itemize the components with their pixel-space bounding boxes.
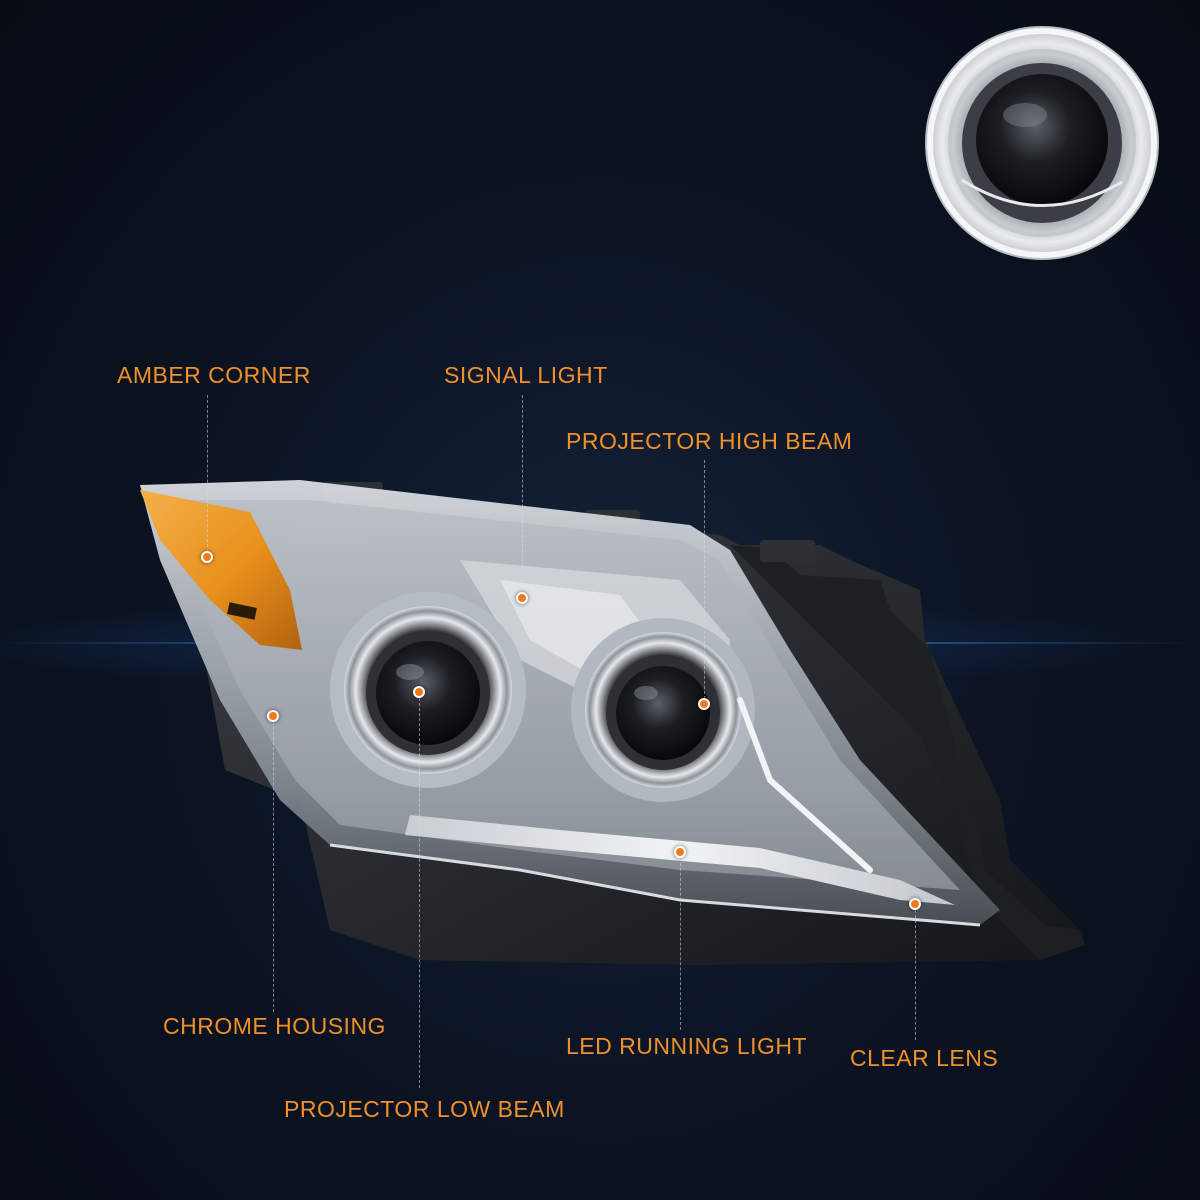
label-led-running-light: LED RUNNING LIGHT: [566, 1033, 808, 1059]
callout-dot-projector-high-beam: [698, 698, 710, 710]
high-beam-projector: [571, 618, 755, 802]
callout-dot-chrome-housing: [267, 710, 279, 722]
label-amber-corner: AMBER CORNER: [117, 362, 311, 388]
low-beam-projector: [330, 592, 526, 788]
leader-clear-lens: [915, 910, 916, 1040]
leader-amber-corner: [207, 395, 208, 557]
label-signal-light: SIGNAL LIGHT: [444, 362, 608, 388]
leader-chrome-housing: [273, 722, 274, 1012]
callout-dot-signal-light: [516, 592, 528, 604]
leader-led-running-light: [680, 858, 681, 1030]
label-chrome-housing: CHROME HOUSING: [163, 1013, 386, 1039]
leader-projector-low-beam: [419, 698, 420, 1088]
callout-dot-amber-corner: [201, 551, 213, 563]
leader-signal-light: [522, 395, 523, 597]
label-clear-lens: CLEAR LENS: [850, 1045, 999, 1071]
projector-lens-closeup-inset: [925, 26, 1159, 260]
callout-dot-clear-lens: [909, 898, 921, 910]
callout-dot-projector-low-beam: [413, 686, 425, 698]
headlight-assembly: [140, 480, 1085, 965]
callout-dot-led-running-light: [674, 846, 686, 858]
label-projector-high-beam: PROJECTOR HIGH BEAM: [566, 428, 853, 454]
label-projector-low-beam: PROJECTOR LOW BEAM: [284, 1096, 565, 1122]
leader-projector-high-beam: [704, 460, 705, 704]
